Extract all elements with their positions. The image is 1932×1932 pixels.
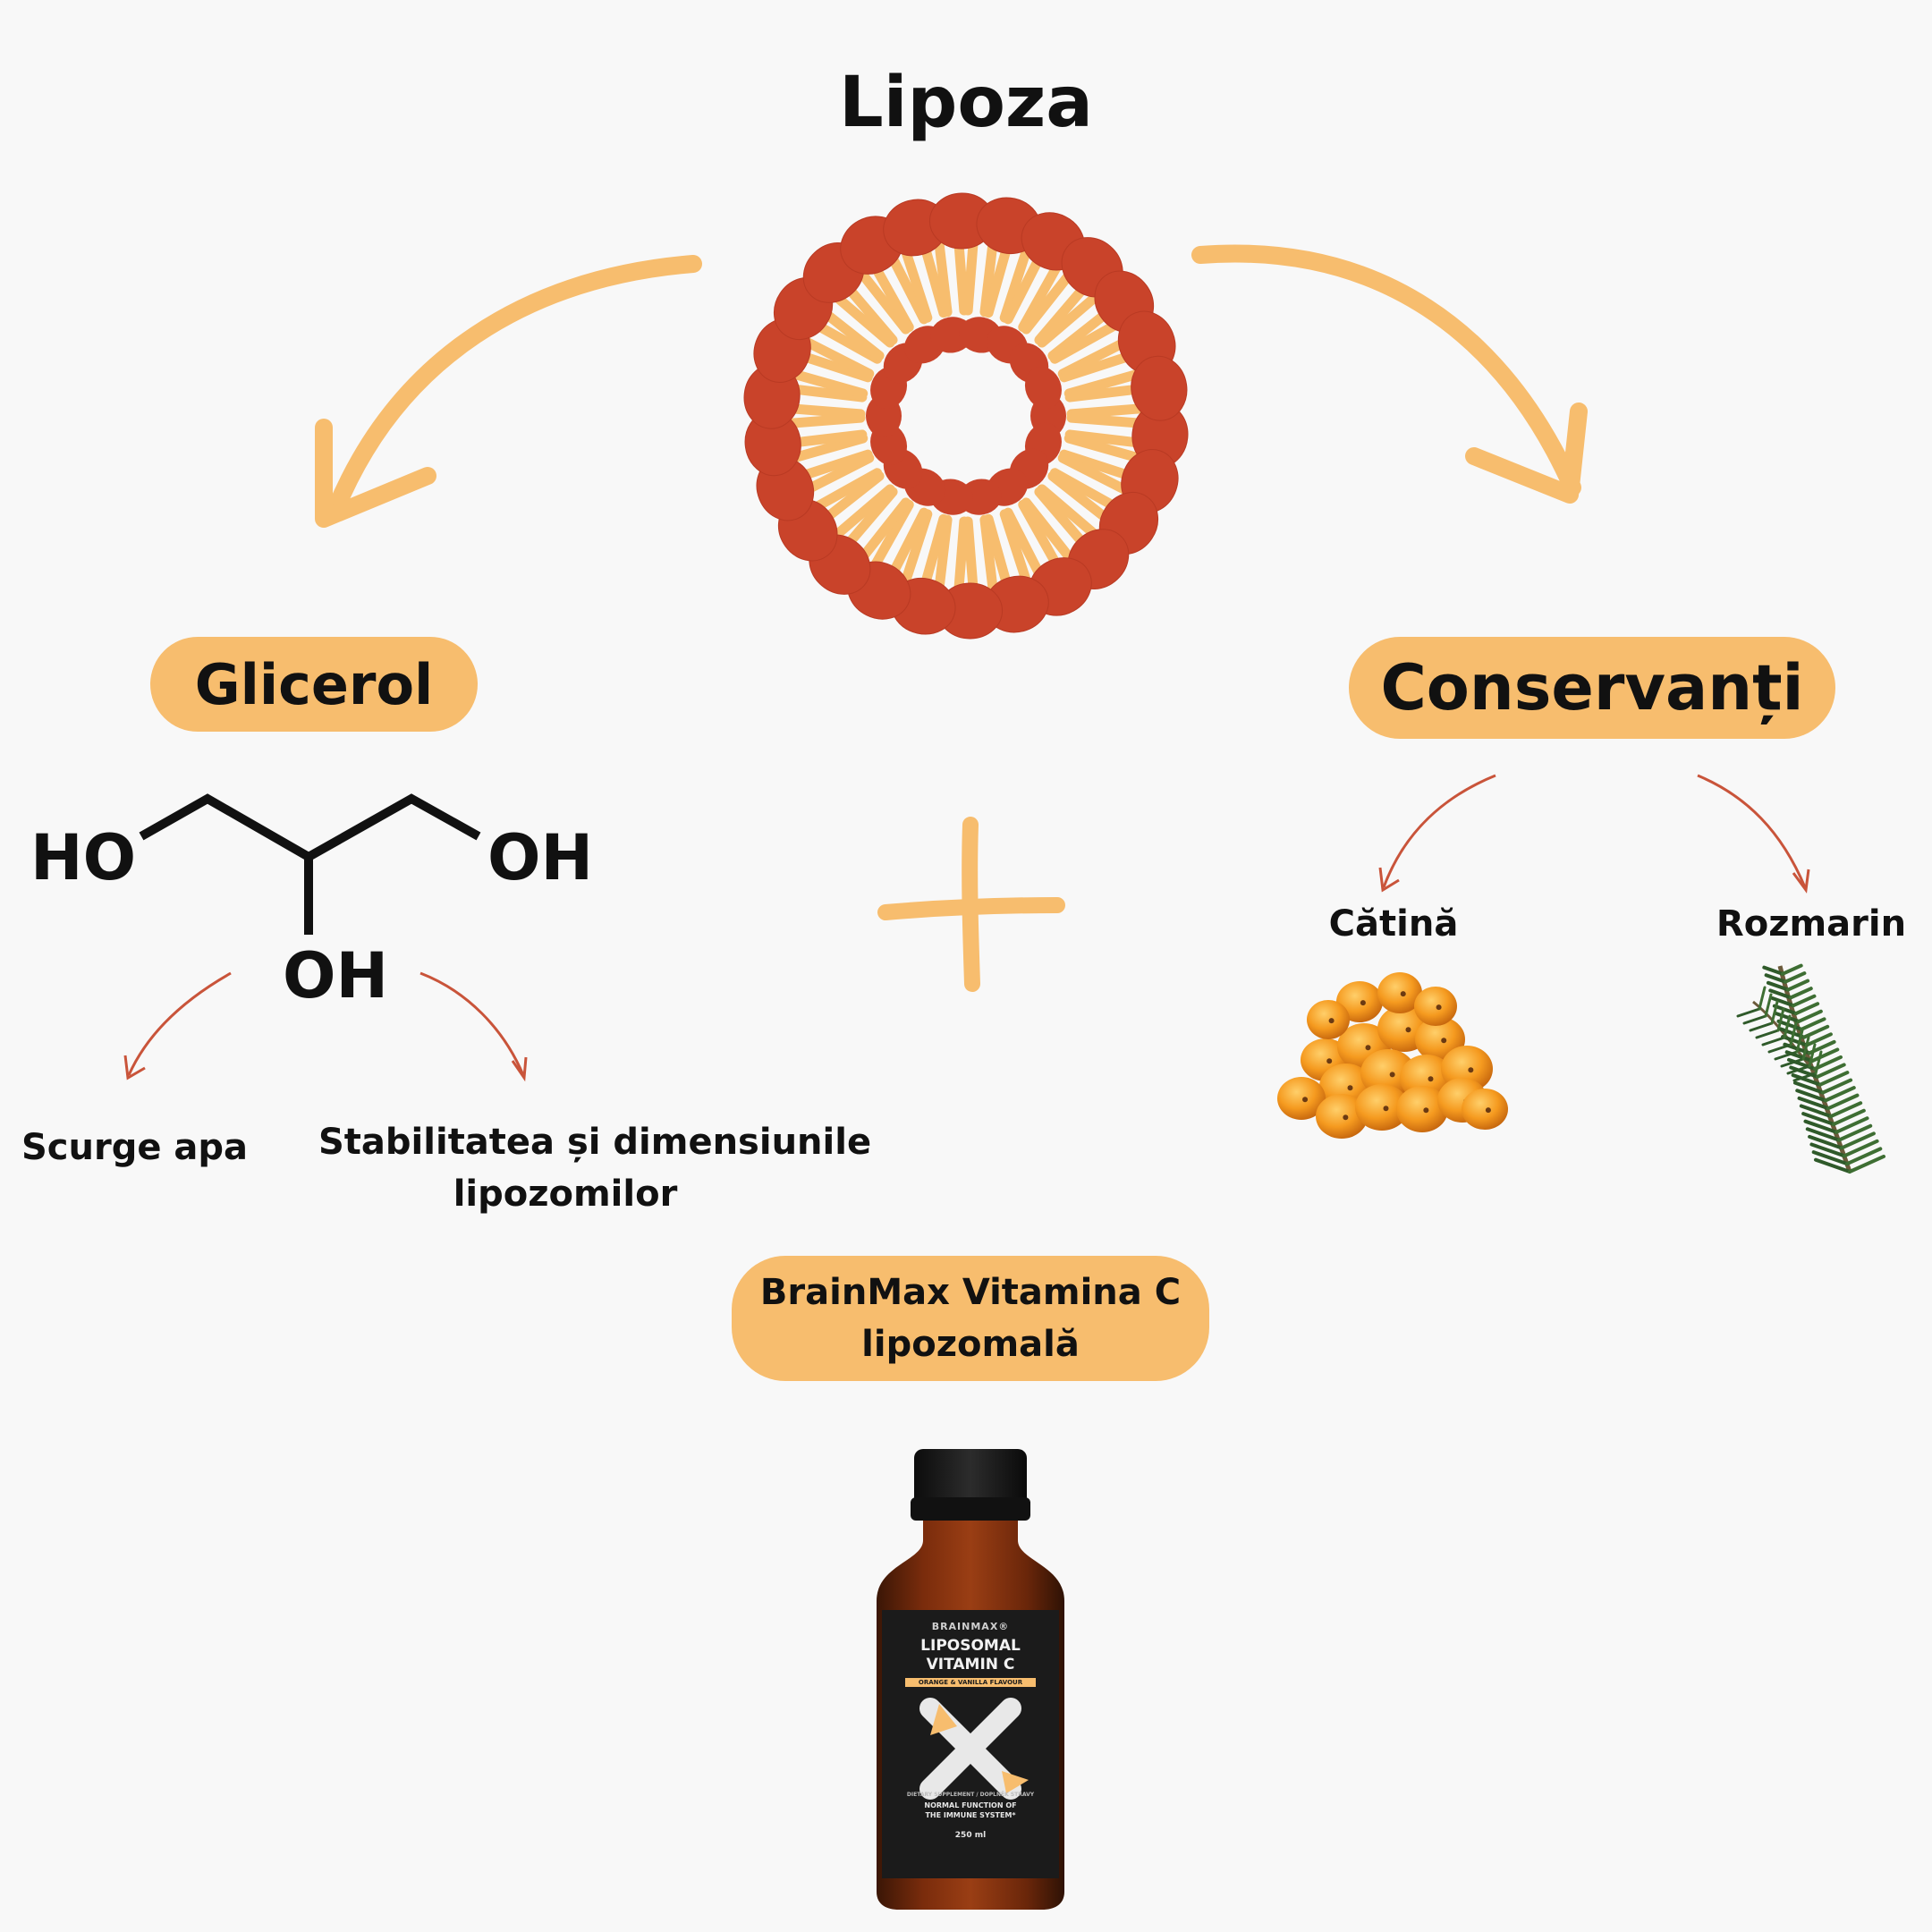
bottle-brand: BRAINMAX®: [931, 1621, 1010, 1632]
bottle-volume: 250 ml: [954, 1831, 987, 1840]
product-pill: BrainMax Vitamina C lipozomală: [732, 1256, 1209, 1381]
bottle-claim-line2: THE IMMUNE SYSTEM*: [925, 1811, 1016, 1819]
item-rozmarin-label: Rozmarin: [1716, 903, 1907, 945]
effect-scurge-apa: Scurge apa: [21, 1127, 249, 1168]
bottle-type: DIETARY SUPPLEMENT / DOPLNĚK STRAVY: [906, 1792, 1035, 1798]
glicerol-label: Glicerol: [194, 651, 434, 717]
molecule-oh-bottom: OH: [283, 939, 389, 1013]
product-label-line1: BrainMax Vitamina C: [759, 1272, 1182, 1313]
product-label-line2: lipozomală: [861, 1324, 1080, 1365]
conservanti-label: Conservanți: [1380, 651, 1804, 724]
item-catina-label: Cătină: [1328, 903, 1459, 945]
bottle-flavour: ORANGE & VANILLA FLAVOUR: [918, 1679, 1023, 1686]
effect-stabilitatea-line2: lipozomilor: [453, 1174, 678, 1215]
diagram-title: Lipoza: [839, 63, 1093, 143]
molecule-oh-right: OH: [487, 821, 594, 894]
bottle-claim-line1: NORMAL FUNCTION OF: [924, 1801, 1017, 1809]
conservanti-pill: Conservanți: [1349, 637, 1835, 739]
bottle-name-line2: VITAMIN C: [926, 1656, 1015, 1674]
molecule-ho-left: HO: [30, 821, 137, 894]
bottle-name-line1: LIPOSOMAL: [920, 1637, 1021, 1655]
glicerol-pill: Glicerol: [150, 637, 478, 732]
effect-stabilitatea-line1: Stabilitatea și dimensiunile: [318, 1122, 872, 1163]
